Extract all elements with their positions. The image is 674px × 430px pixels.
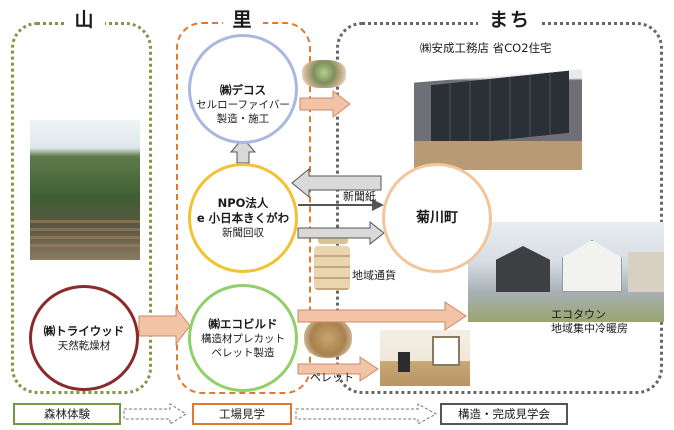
step-factory-tour: 工場見学: [192, 403, 292, 425]
npo-line1: e 小日本きくがわ: [196, 211, 290, 225]
decos-line2: 製造・施工: [216, 112, 270, 125]
tryood-node: ㈱トライウッド 天然乾燥材: [29, 285, 139, 391]
arrow-npo-to-decos: [229, 137, 257, 164]
machi-title: まち: [478, 6, 542, 34]
arrow-step1-to-step2: [123, 403, 187, 425]
ecotown-photo: [468, 222, 664, 322]
ecotown-line2: 地域集中冷暖房: [551, 322, 628, 335]
arrow-ecobuild-to-ecotown: [297, 301, 467, 331]
arrow-tryood-to-ecobuild: [138, 306, 191, 346]
house-label: ㈱安成工務店 省CO2住宅: [420, 41, 552, 55]
decos-node: ㈱デコス セルローファイバー 製造・施工: [188, 34, 298, 144]
ecotown-line1: エコタウン: [551, 308, 606, 321]
npo-node: NPO法人 e 小日本きくがわ 新聞回収: [188, 163, 298, 273]
sato-title: 里: [223, 6, 263, 34]
arrow-decos-to-house: [299, 89, 351, 119]
arrow-kikugawa-to-npo: [291, 167, 382, 199]
pellet-photo: [304, 318, 352, 358]
tryood-line1: 天然乾燥材: [57, 339, 111, 352]
ecobuild-line2: ペレット製造: [211, 346, 275, 359]
local-currency-photo: [314, 246, 350, 290]
decos-title: ㈱デコス: [220, 82, 266, 97]
ecotown-label: エコタウン 地域集中冷暖房: [551, 308, 628, 336]
eco-house-photo: [414, 69, 582, 170]
ecobuild-title: ㈱エコビルド: [208, 316, 278, 331]
arrow-pellet-to-interior: [297, 356, 379, 382]
cellulose-hands-photo: [302, 60, 346, 88]
decos-line1: セルローファイバー: [196, 98, 290, 111]
local-currency-label: 地域通貨: [352, 269, 396, 282]
npo-line2: 新聞回収: [222, 227, 264, 239]
forest-photo: [30, 120, 140, 260]
step-construction-tour: 構造・完成見学会: [440, 403, 568, 425]
npo-title: NPO法人: [217, 196, 269, 210]
arrow-step2-to-step3: [295, 403, 438, 425]
stove-interior-photo: [380, 330, 470, 386]
newspaper-label: 新聞紙: [343, 190, 376, 203]
yama-title: 山: [65, 6, 105, 34]
ecobuild-node: ㈱エコビルド 構造材プレカット ペレット製造: [188, 284, 298, 392]
pellet-label: ペレット: [310, 371, 354, 384]
kikugawa-node: 菊川町: [382, 163, 492, 273]
ecobuild-line1: 構造材プレカット: [201, 332, 285, 345]
step-forest-experience: 森林体験: [13, 403, 121, 425]
tryood-title: ㈱トライウッド: [43, 323, 125, 338]
kikugawa-title: 菊川町: [416, 209, 458, 226]
arrow-npo-to-kikugawa: [297, 220, 385, 246]
